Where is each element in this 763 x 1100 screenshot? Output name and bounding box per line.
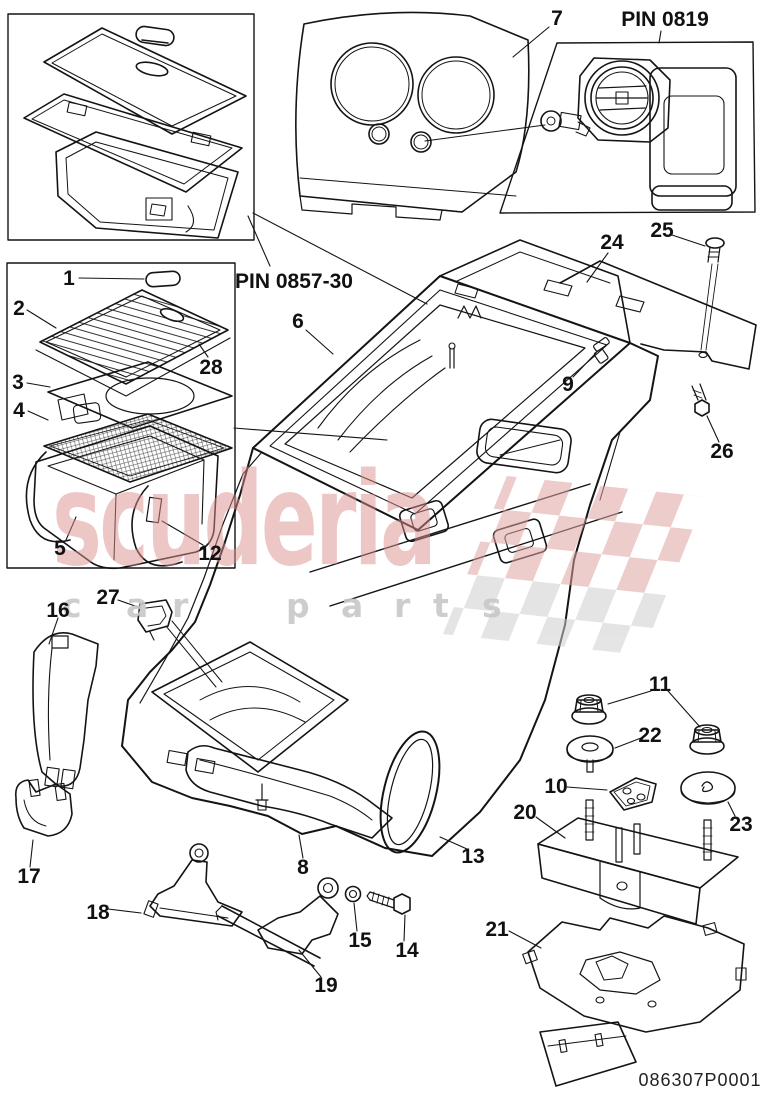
rear-console-panel: [295, 11, 530, 221]
callout-7: 7: [551, 7, 563, 30]
callout-6: 6: [292, 310, 304, 333]
callout-15: 15: [348, 929, 372, 952]
callout-17: 17: [17, 865, 40, 888]
callout-22: 22: [638, 724, 661, 747]
locating-pin: [593, 337, 610, 364]
clip-12: [145, 496, 163, 524]
callout-24: 24: [600, 231, 624, 254]
inset-armrest-assembly: [7, 13, 255, 241]
rear-mount-bracket: [559, 237, 757, 417]
bracket-21: [522, 915, 747, 1087]
callout-16: 16: [46, 599, 69, 622]
push-pin: [705, 237, 725, 249]
callout-27: 27: [96, 586, 119, 609]
pin-0857-label: PIN 0857-30: [235, 270, 353, 293]
callout-28: 28: [199, 356, 223, 379]
callout-10: 10: [544, 775, 567, 798]
bracket-18: [143, 843, 243, 927]
callout-26: 26: [710, 440, 733, 463]
callout-1: 1: [63, 267, 75, 290]
callout-25: 25: [650, 219, 674, 242]
watermark-checkered-flag: [442, 475, 706, 655]
bracket-19: [215, 877, 339, 967]
bolt-14: [366, 891, 411, 915]
callout-5: 5: [54, 537, 66, 560]
callout-18: 18: [86, 901, 110, 924]
callout-2: 2: [13, 297, 25, 320]
clip-27: [137, 599, 223, 688]
watermark-brand: scuderia: [52, 446, 434, 595]
w-mark: [457, 305, 482, 319]
callout-11: 11: [649, 673, 672, 696]
washer-22: [566, 735, 614, 773]
callout-20: 20: [513, 801, 536, 824]
callout-8: 8: [297, 856, 309, 879]
bracket-20: [537, 799, 739, 925]
flange-nut-11b: [689, 724, 725, 755]
bolt-26: [694, 399, 710, 417]
callout-13: 13: [461, 845, 484, 868]
callout-3: 3: [12, 371, 24, 394]
callout-14: 14: [395, 939, 419, 962]
inset-cupholder-assembly: [6, 262, 236, 570]
callout-23: 23: [729, 813, 752, 836]
callout-labels: 7 PIN 0819 PIN 0857-30 1 2 3 4 5 6 8 9 1…: [12, 7, 761, 1090]
bracket-17: [14, 778, 73, 837]
callout-9: 9: [562, 373, 574, 396]
front-rail: [185, 744, 393, 839]
washer-15: [344, 885, 362, 903]
callout-19: 19: [314, 974, 337, 997]
callout-12: 12: [198, 542, 221, 565]
vent-knob: [540, 110, 562, 132]
flange-nut-11a: [571, 694, 607, 725]
side-cover-16: [32, 632, 99, 790]
cubby-pocket: [476, 418, 572, 474]
callout-21: 21: [485, 918, 509, 941]
watermark: scuderia carparts: [52, 446, 706, 655]
drawing-number: 086307P0001: [638, 1070, 761, 1090]
callout-4: 4: [13, 399, 25, 422]
plate-10: [609, 777, 657, 811]
leader-lines: [26, 26, 736, 978]
washer-23: [680, 771, 736, 805]
pin-0819-label: PIN 0819: [621, 8, 709, 31]
